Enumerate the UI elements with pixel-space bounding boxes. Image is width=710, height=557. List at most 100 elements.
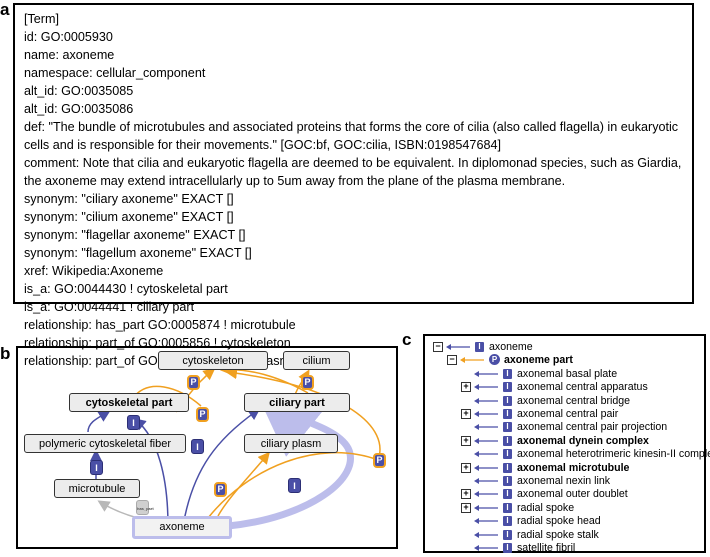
- tree-row[interactable]: + I axonemal central pair: [461, 407, 701, 421]
- collapse-toggle[interactable]: −: [447, 355, 457, 366]
- has-part-badge: has_part: [136, 500, 154, 515]
- is-a-arrow-icon: [474, 464, 498, 471]
- obo-comment: comment: Note that cilia and eukaryotic …: [24, 156, 682, 188]
- expand-toggle[interactable]: +: [461, 409, 471, 419]
- is-a-badge: I: [191, 439, 204, 454]
- node-ciliary-plasm[interactable]: ciliary plasm: [244, 434, 338, 453]
- tree-row[interactable]: I radial spoke head: [461, 514, 701, 528]
- edge-is-a: [133, 418, 169, 527]
- is-a-arrow-icon: [474, 384, 498, 391]
- panel-label-c: c: [402, 330, 412, 349]
- tree-row[interactable]: + I axonemal microtubule: [461, 461, 701, 475]
- tree-label: axonemal central apparatus: [517, 381, 648, 394]
- obo-line: alt_id: GO:0035086: [24, 102, 134, 116]
- ontology-tree: − I axoneme − P axoneme part I axonemal …: [423, 334, 710, 555]
- tree-label: axonemal heterotrimeric kinesin-II compl…: [517, 448, 710, 461]
- is-a-icon: I: [503, 516, 512, 527]
- tree-label: axonemal nexin link: [517, 475, 611, 487]
- collapse-toggle[interactable]: −: [433, 342, 443, 352]
- tree-row[interactable]: + I axonemal central apparatus: [461, 380, 701, 394]
- tree-row-axoneme-part[interactable]: − P axoneme part: [447, 353, 703, 367]
- tree-label: axonemal microtubule: [517, 461, 630, 474]
- expand-toggle[interactable]: +: [461, 502, 471, 513]
- expand-toggle[interactable]: +: [461, 489, 471, 500]
- expand-toggle[interactable]: +: [461, 462, 471, 473]
- is-a-icon: I: [503, 462, 512, 473]
- tree-row[interactable]: I radial spoke stalk: [461, 528, 701, 542]
- obo-line: [Term]: [24, 12, 59, 26]
- is-a-icon: I: [503, 529, 512, 540]
- obo-line: xref: Wikipedia:Axoneme: [24, 264, 164, 278]
- obo-line: synonym: "ciliary axoneme" EXACT []: [24, 192, 234, 206]
- tree-label: axoneme: [489, 341, 533, 353]
- is-a-icon: I: [503, 409, 512, 419]
- is-a-icon: I: [503, 382, 512, 393]
- is-a-icon: I: [503, 395, 512, 406]
- obo-line: synonym: "cilium axoneme" EXACT []: [24, 210, 234, 224]
- tree-label: radial spoke head: [517, 515, 601, 528]
- is-a-badge: I: [90, 460, 103, 475]
- expand-toggle[interactable]: +: [461, 435, 471, 446]
- part-of-badge: P: [187, 375, 200, 390]
- node-cytoskeleton[interactable]: cytoskeleton: [158, 351, 268, 370]
- is-a-icon: I: [503, 422, 512, 433]
- is-a-icon: I: [503, 368, 512, 379]
- edge-is-a: [87, 410, 111, 433]
- node-microtubule[interactable]: microtubule: [54, 479, 140, 498]
- is-a-arrow-icon: [474, 411, 498, 417]
- tree-row[interactable]: + I radial spoke: [461, 501, 701, 515]
- tree-row[interactable]: I axonemal heterotrimeric kinesin-II com…: [461, 447, 710, 461]
- is-a-arrow-icon: [474, 451, 498, 458]
- tree-label: axonemal central pair: [517, 408, 619, 420]
- obo-line: relationship: has_part GO:0005874 ! micr…: [24, 318, 296, 332]
- tree-label: satellite fibril: [517, 542, 576, 554]
- obo-line: synonym: "flagellum axoneme" EXACT []: [24, 246, 252, 260]
- node-ciliary-part[interactable]: ciliary part: [244, 393, 350, 412]
- obo-line: is_a: GO:0044441 ! ciliary part: [24, 300, 195, 314]
- is-a-arrow-icon: [474, 531, 498, 538]
- tree-label: axonemal central bridge: [517, 394, 631, 407]
- tree-label: radial spoke: [517, 501, 575, 514]
- obo-line: is_a: GO:0044430 ! cytoskeletal part: [24, 282, 228, 296]
- tree-row[interactable]: + I axonemal outer doublet: [461, 487, 701, 501]
- is-a-arrow-icon: [474, 424, 498, 431]
- tree-row[interactable]: I axonemal central pair projection: [461, 420, 701, 434]
- obo-line: alt_id: GO:0035085: [24, 84, 134, 98]
- tree-row[interactable]: I axonemal central bridge: [461, 394, 701, 408]
- tree-row[interactable]: I axonemal basal plate: [461, 367, 701, 381]
- obo-line: namespace: cellular_component: [24, 66, 206, 80]
- is-a-badge: I: [127, 415, 140, 430]
- obo-line: id: GO:0005930: [24, 30, 113, 44]
- tree-label: radial spoke stalk: [517, 528, 599, 541]
- is-a-arrow-icon: [446, 344, 470, 350]
- node-cilium[interactable]: cilium: [283, 351, 350, 370]
- is-a-icon: I: [503, 502, 512, 513]
- is-a-icon: I: [503, 489, 512, 500]
- tree-row[interactable]: I axonemal nexin link: [461, 474, 701, 488]
- node-axoneme[interactable]: axoneme: [132, 516, 232, 539]
- edge-part-of: [132, 385, 202, 407]
- node-polymeric-cytoskeletal-fiber[interactable]: polymeric cytoskeletal fiber: [24, 434, 186, 453]
- node-cytoskeletal-part[interactable]: cytoskeletal part: [69, 393, 189, 412]
- tree-label: axoneme part: [504, 354, 573, 367]
- panel-label-a: a: [0, 0, 10, 19]
- part-of-badge: P: [301, 375, 314, 390]
- is-a-badge: I: [288, 478, 301, 493]
- expand-toggle[interactable]: +: [461, 382, 471, 393]
- part-of-arrow-icon: [460, 357, 484, 364]
- tree-row-axoneme[interactable]: − I axoneme: [433, 340, 703, 354]
- obo-term-record: [Term] id: GO:0005930 name: axoneme name…: [13, 3, 694, 368]
- is-a-icon: I: [503, 476, 512, 486]
- tree-label: axonemal basal plate: [517, 367, 618, 380]
- is-a-icon: I: [503, 449, 512, 460]
- part-of-badge: P: [196, 407, 209, 422]
- ontology-graph: cytoskeleton cilium cytoskeletal part ci…: [16, 346, 398, 549]
- is-a-arrow-icon: [474, 491, 498, 498]
- tree-row[interactable]: + I axonemal dynein complex: [461, 434, 701, 448]
- tree-label: axonemal central pair projection: [517, 421, 668, 434]
- highlight-edge: [227, 392, 354, 530]
- obo-line: synonym: "flagellar axoneme" EXACT []: [24, 228, 246, 242]
- edge-is-a: [182, 408, 261, 527]
- is-a-arrow-icon: [474, 478, 498, 484]
